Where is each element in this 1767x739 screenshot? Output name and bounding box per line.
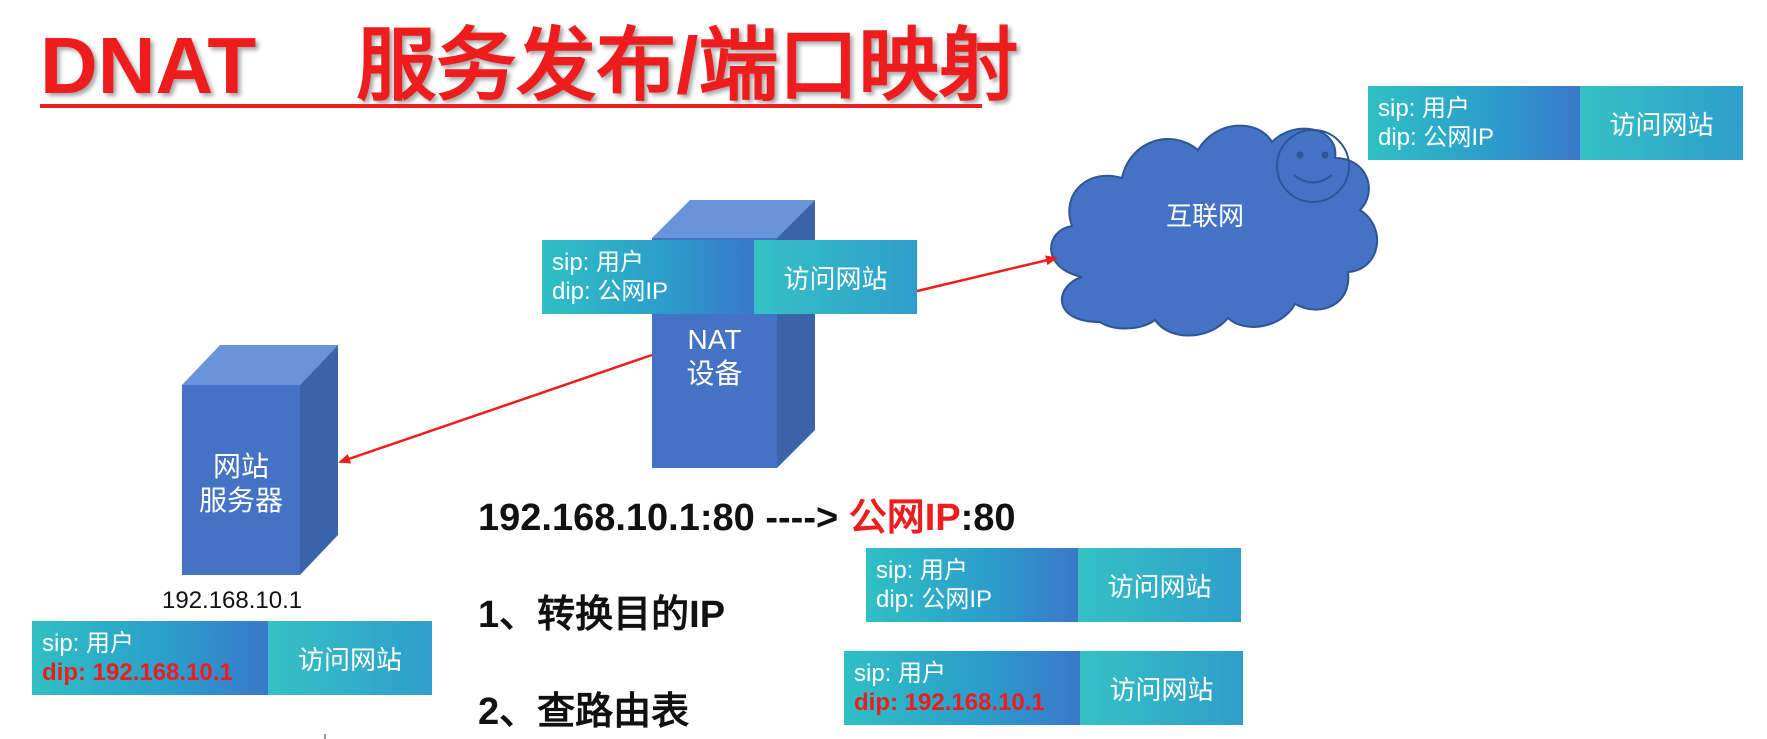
web-server-box (182, 345, 338, 575)
packet-action: 访问网站 (754, 240, 917, 314)
arrow-nat-to-internet (912, 255, 1058, 294)
packet-addresses: sip: 用户 dip: 公网IP (866, 548, 1078, 622)
internet-cloud-icon (1050, 124, 1378, 337)
packet-internet: sip: 用户 dip: 公网IP 访问网站 (1368, 86, 1743, 160)
page-title: DNAT 服务发布/端口映射 (40, 18, 1018, 114)
internet-label: 互联网 (1166, 201, 1245, 231)
port-mapping-formula: 192.168.10.1:80 ----> 公网IP:80 (478, 486, 1016, 541)
packet-server: sip: 用户 dip: 192.168.10.1 访问网站 (32, 621, 432, 695)
mapping-public-ip: 公网IP (848, 497, 961, 539)
packet-nat: sip: 用户 dip: 公网IP 访问网站 (542, 240, 917, 314)
nat-label-line1: NAT (687, 324, 742, 355)
packet-dip: dip: 192.168.10.1 (42, 659, 233, 686)
step-2: 2、查路由表 (478, 691, 690, 733)
packet-addresses: sip: 用户 dip: 公网IP (1368, 86, 1580, 160)
title-subtitle: 服务发布/端口映射 (356, 21, 1019, 110)
packet-action: 访问网站 (1580, 86, 1743, 160)
packet-dip: dip: 公网IP (876, 586, 993, 613)
packet-before-translation: sip: 用户 dip: 公网IP 访问网站 (866, 548, 1241, 622)
packet-sip: sip: 用户 (42, 630, 135, 657)
packet-dip: dip: 公网IP (1378, 124, 1495, 151)
packet-addresses: sip: 用户 dip: 192.168.10.1 (844, 651, 1080, 725)
mapping-port: :80 (960, 497, 1016, 539)
server-label-line2: 服务器 (198, 485, 283, 516)
mapping-left: 192.168.10.1:80 ----> (478, 497, 839, 539)
web-server-label: 网站 服务器 (182, 450, 300, 518)
packet-sip: sip: 用户 (552, 249, 645, 276)
arrow-nat-to-server (338, 353, 653, 464)
nat-device-label: NAT 设备 (652, 323, 777, 391)
packet-action: 访问网站 (1080, 651, 1243, 725)
nat-label-line2: 设备 (686, 358, 743, 389)
packet-sip: sip: 用户 (1378, 95, 1471, 122)
packet-addresses: sip: 用户 dip: 公网IP (542, 240, 754, 314)
packet-sip: sip: 用户 (876, 557, 969, 584)
packet-action: 访问网站 (1078, 548, 1241, 622)
smiley-face-icon (1276, 129, 1350, 203)
server-label-line1: 网站 (212, 451, 269, 482)
packet-dip: dip: 192.168.10.1 (854, 689, 1045, 716)
packet-action: 访问网站 (268, 621, 432, 695)
packet-after-translation: sip: 用户 dip: 192.168.10.1 访问网站 (844, 651, 1243, 725)
packet-addresses: sip: 用户 dip: 192.168.10.1 (32, 621, 268, 695)
packet-sip: sip: 用户 (854, 660, 947, 687)
title-underline (40, 104, 982, 108)
title-dnat: DNAT (40, 21, 257, 110)
packet-dip: dip: 公网IP (552, 278, 669, 305)
server-ip-label: 192.168.10.1 (162, 587, 303, 614)
step-1: 1、转换目的IP (478, 594, 726, 636)
